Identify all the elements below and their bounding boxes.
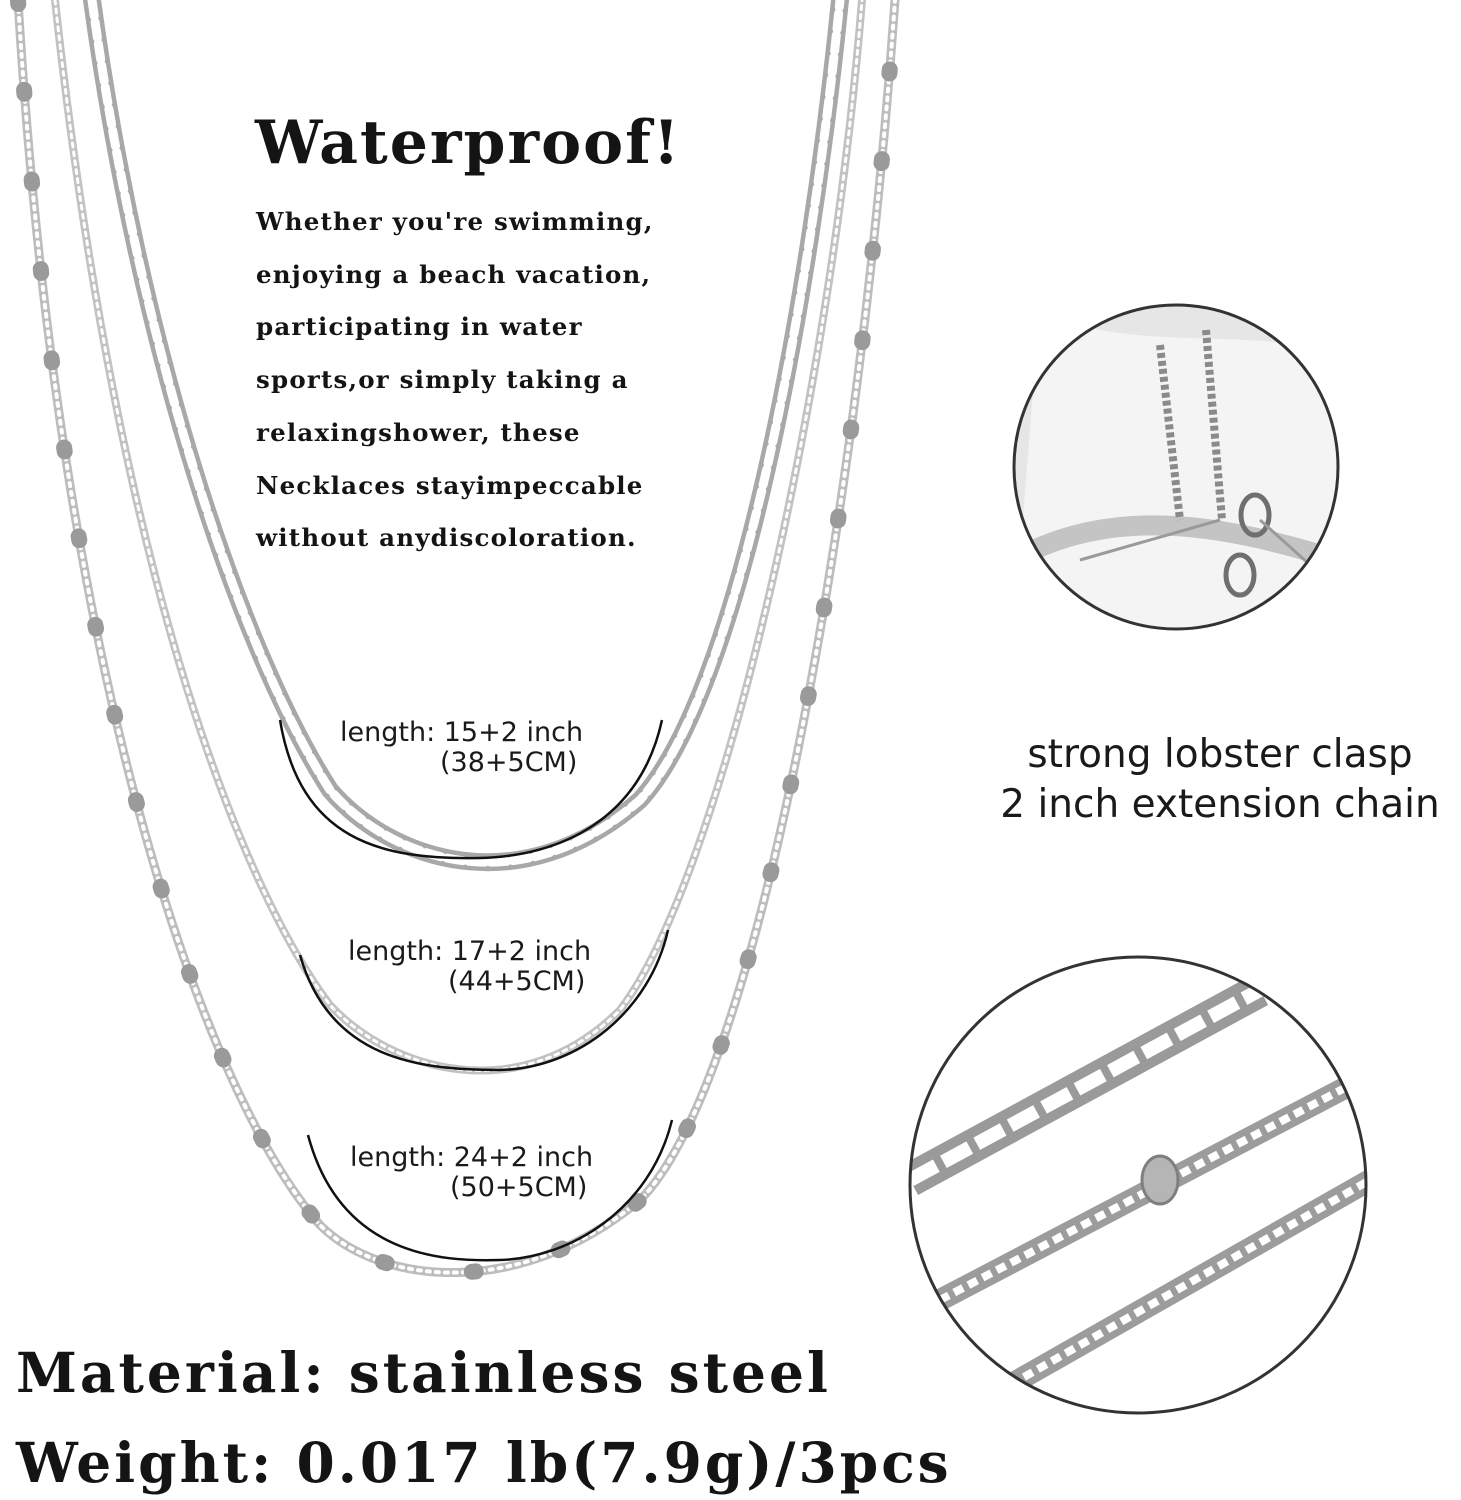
description-line: enjoying a beach vacation,: [256, 259, 652, 289]
length-inch: length: 17+2 inch: [348, 936, 592, 967]
clasp-detail-circle: [1012, 303, 1340, 631]
description-line: participating in water: [256, 312, 583, 342]
material-text: Material: stainless steel: [16, 1340, 831, 1405]
length-label-24: length: 24+2 inch (50+5CM): [350, 1143, 593, 1203]
length-metric: (44+5CM): [448, 966, 586, 997]
length-label-17: length: 17+2 inch (44+5CM): [348, 937, 591, 997]
weight-text: Weight: 0.017 lb(7.9g)/3pcs: [16, 1430, 952, 1495]
clasp-caption: strong lobster clasp 2 inch extension ch…: [940, 730, 1461, 830]
clasp-caption-line1: strong lobster clasp: [1027, 732, 1413, 777]
description-line: without anydiscoloration.: [256, 523, 637, 553]
description-line: Whether you're swimming,: [256, 207, 654, 236]
headline: Waterproof!: [255, 108, 682, 178]
description-line: Necklaces stayimpeccable: [256, 470, 644, 500]
arc-24: [306, 1119, 674, 1262]
arc-15: [278, 719, 664, 860]
length-inch: length: 15+2 inch: [340, 717, 584, 748]
length-arcs: [278, 719, 674, 1262]
clasp-caption-line2: 2 inch extension chain: [1000, 782, 1440, 827]
chain-closeup-circle: [908, 955, 1368, 1415]
necklace-chains: [10, 0, 903, 1281]
length-metric: (38+5CM): [440, 747, 578, 778]
description: Whether you're swimming, enjoying a beac…: [256, 196, 654, 565]
description-line: sports,or simply taking a: [256, 365, 629, 395]
length-metric: (50+5CM): [450, 1172, 588, 1203]
length-inch: length: 24+2 inch: [350, 1142, 594, 1173]
description-line: relaxingshower, these: [256, 417, 581, 447]
chain-long: [13, 0, 900, 1277]
length-label-15: length: 15+2 inch (38+5CM): [340, 718, 583, 778]
arc-17: [298, 929, 670, 1072]
